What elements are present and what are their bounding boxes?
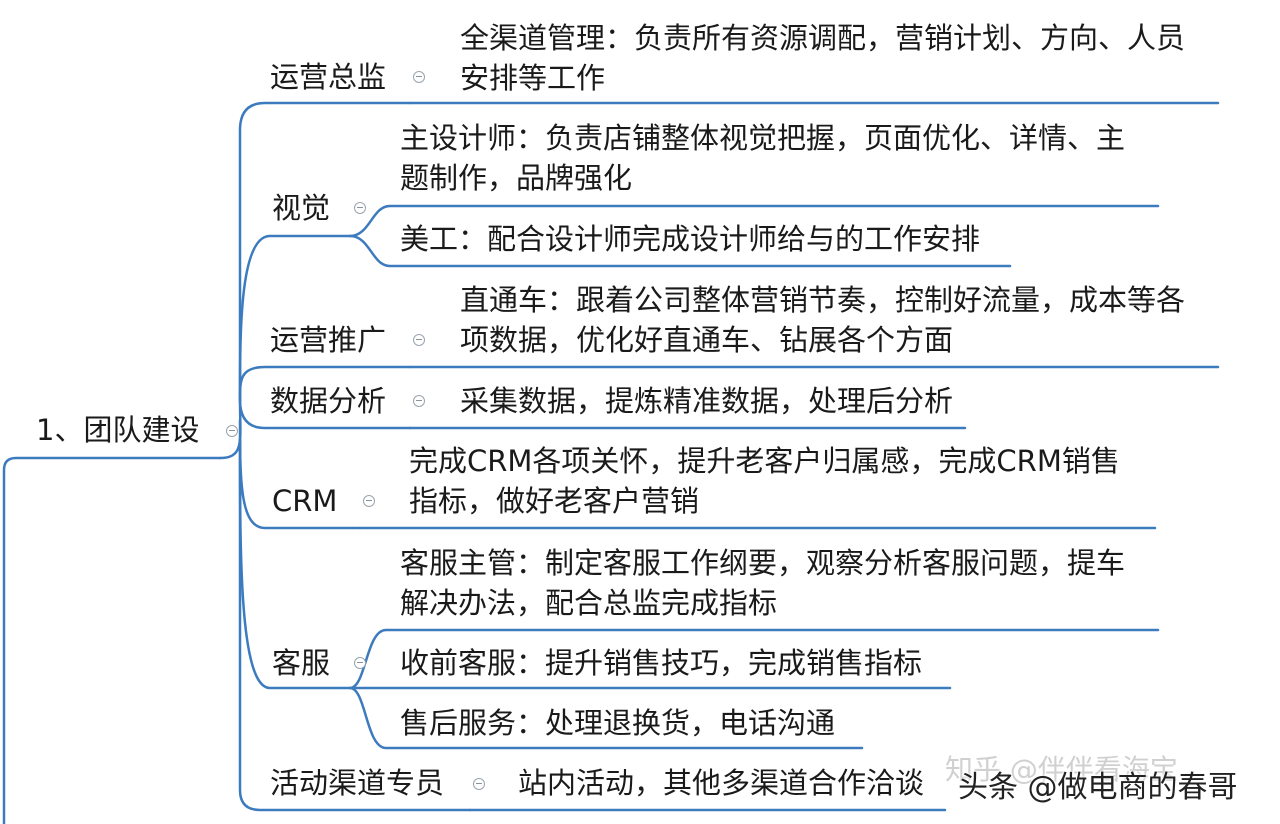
branch-label-visual: 视觉 (272, 191, 331, 225)
campaign-specialist-collapse-icon[interactable] (473, 778, 485, 790)
watermark-faint: 知乎 @伴伴看海宝 (945, 753, 1178, 786)
watermark-main: 头条 @做电商的春哥 (958, 770, 1238, 805)
crm-collapse-icon[interactable] (363, 495, 375, 507)
leaf-customer-service-2: 售后服务：处理退换货，电话沟通 (400, 706, 836, 740)
leaf-customer-service-1: 收前客服：提升销售技巧，完成销售指标 (400, 646, 923, 680)
customer-service-collapse-icon[interactable] (354, 657, 366, 669)
branch-label-campaign-specialist: 活动渠道专员 (270, 766, 445, 800)
data-analysis-collapse-icon[interactable] (413, 395, 425, 407)
branch-label-customer-service: 客服 (272, 646, 331, 680)
ops-director-collapse-icon[interactable] (413, 71, 425, 83)
branch-label-data-analysis: 数据分析 (270, 384, 387, 418)
ops-promotion-collapse-icon[interactable] (413, 334, 425, 346)
leaf-customer-service-0: 客服主管：制定客服工作纲要，观察分析客服问题，提车 解决办法，配合总监完成指标 (400, 546, 1126, 620)
leaf-data-analysis-0: 采集数据，提炼精准数据，处理后分析 (460, 384, 954, 418)
leaf-visual-0: 主设计师：负责店铺整体视觉把握，页面优化、详情、主 题制作，品牌强化 (400, 121, 1126, 195)
visual-collapse-icon[interactable] (354, 202, 366, 214)
leaf-crm-0: 完成CRM各项关怀，提升老客户归属感，完成CRM销售 指标，做好老客户营销 (409, 444, 1120, 518)
leaf-ops-promotion-0: 直通车：跟着公司整体营销节奏，控制好流量，成本等各 项数据，优化好直通车、钻展各… (460, 283, 1186, 357)
leaf-visual-1: 美工：配合设计师完成设计师给与的工作安排 (400, 222, 981, 256)
root-node-label: 1、团队建设 (36, 413, 200, 447)
branch-label-crm: CRM (272, 484, 338, 518)
leaf-campaign-specialist-0: 站内活动，其他多渠道合作洽谈 (518, 766, 925, 800)
branch-label-ops-director: 运营总监 (270, 60, 387, 94)
root-collapse-icon[interactable] (226, 425, 238, 437)
leaf-ops-director-0: 全渠道管理：负责所有资源调配，营销计划、方向、人员 安排等工作 (460, 21, 1186, 95)
branch-label-ops-promotion: 运营推广 (270, 323, 387, 357)
